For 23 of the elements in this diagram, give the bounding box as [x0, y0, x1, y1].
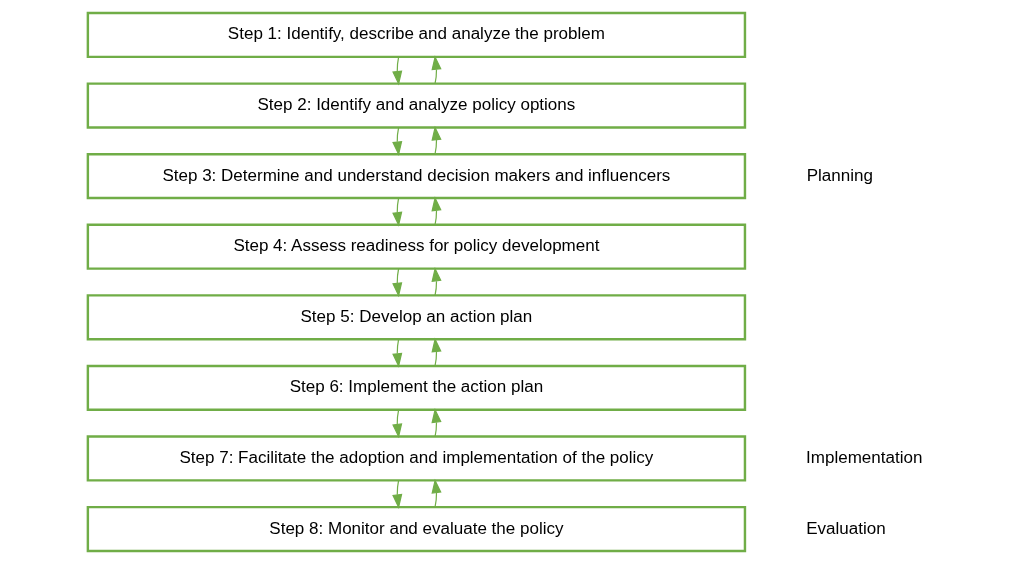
arrow — [431, 408, 442, 438]
arrow — [392, 409, 403, 439]
node-box: Step 1: Identify, describe and analyze the problem — [86, 11, 747, 59]
arrow — [392, 56, 403, 86]
arrow — [431, 266, 442, 296]
node-box: Step 8: Monitor and evaluate the policy — [86, 505, 747, 553]
node-box: Step 2: Identify and analyze policy options — [86, 82, 747, 129]
arrow — [431, 196, 442, 226]
node-box: Step 5: Develop an action plan — [86, 294, 747, 341]
node-box: Step 3: Determine and understand decision makers and influencers — [86, 153, 747, 200]
label: Evaluation — [806, 518, 886, 538]
arrow — [431, 125, 442, 155]
node-box: Step 7: Facilitate the adoption and implementation of the policy — [86, 435, 747, 482]
node-box: Step 6: Implement the action plan — [86, 364, 747, 411]
label: Planning — [806, 165, 873, 185]
arrow — [431, 337, 442, 367]
arrow — [392, 338, 403, 368]
arrow — [392, 197, 403, 227]
arrow — [392, 479, 403, 509]
arrow — [431, 478, 442, 508]
arrow — [431, 55, 442, 85]
label: Implementation — [806, 447, 923, 467]
node-box: Step 4: Assess readiness for policy development — [86, 223, 747, 270]
